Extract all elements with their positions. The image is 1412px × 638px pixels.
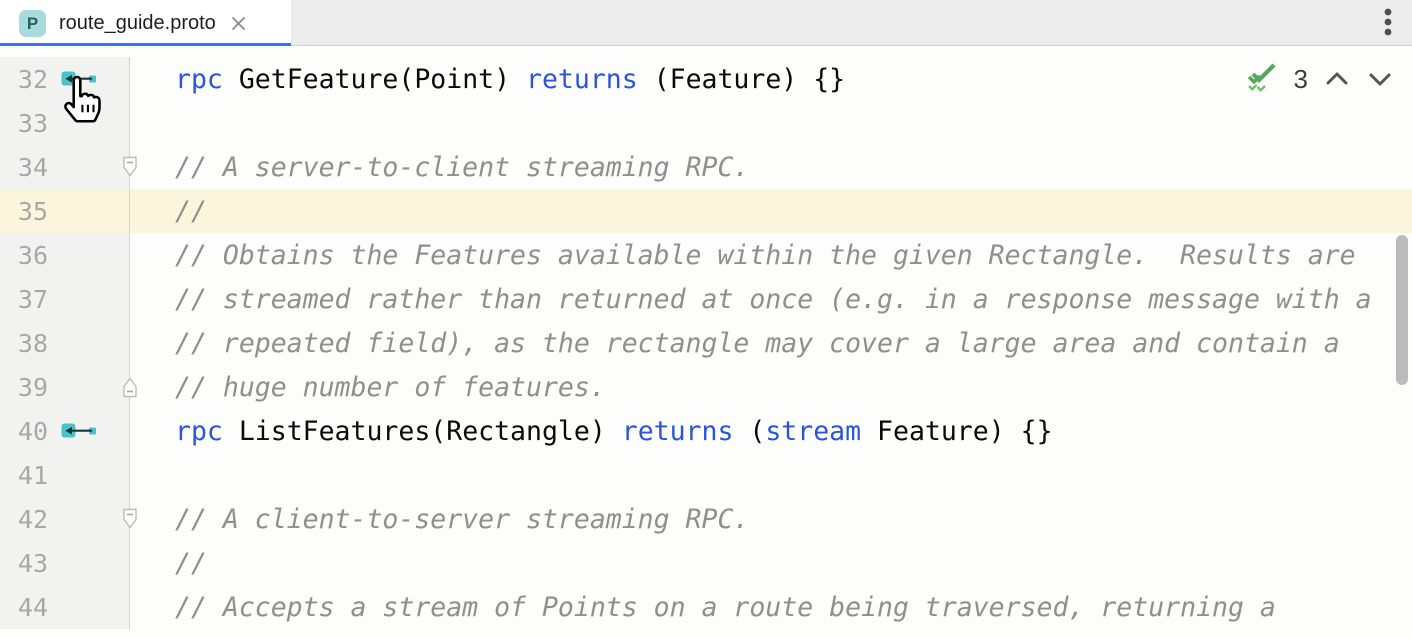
editor-tab-bar: P route_guide.proto	[0, 0, 1412, 46]
tab-route-guide-proto[interactable]: P route_guide.proto	[0, 0, 291, 46]
code-text: // streamed rather than returned at once…	[175, 283, 1372, 315]
fold-marker-start-icon[interactable]	[121, 156, 139, 178]
line-number[interactable]: 35	[17, 196, 48, 226]
code-line-38[interactable]: 38 // repeated field), as the rectangle m…	[0, 321, 1412, 365]
gutter-icon-slot	[61, 335, 101, 351]
gutter-icon-slot	[61, 555, 101, 571]
rpc-implementation-gutter-icon[interactable]	[61, 71, 101, 87]
code-editor[interactable]: 32 rpc GetFeature(Point) returns (Feature…	[0, 46, 1412, 638]
gutter: 44	[0, 585, 130, 629]
active-tab-indicator	[0, 43, 291, 46]
code-text: //	[175, 195, 207, 227]
gutter: 39	[0, 365, 137, 409]
line-number[interactable]: 36	[17, 240, 48, 270]
code-text: //	[175, 547, 207, 579]
gutter: 32	[0, 57, 130, 101]
code-line-33[interactable]: 33	[0, 101, 1412, 145]
vertical-scrollbar[interactable]	[1396, 235, 1408, 385]
gutter-icon-slot	[61, 115, 101, 131]
gutter: 42	[0, 497, 137, 541]
code-line-44[interactable]: 44 // Accepts a stream of Points on a rou…	[0, 585, 1412, 629]
close-tab-icon[interactable]	[229, 14, 248, 33]
line-number[interactable]: 39	[17, 372, 48, 402]
code-text: rpc GetFeature(Point) returns (Feature) …	[175, 63, 846, 95]
gutter-icon-slot	[61, 599, 101, 615]
line-number[interactable]: 32	[17, 64, 48, 94]
line-number[interactable]: 44	[17, 592, 48, 622]
code-text: // A server-to-client streaming RPC.	[175, 151, 750, 183]
gutter: 41	[0, 453, 130, 497]
line-number[interactable]: 37	[17, 284, 48, 314]
gutter: 43	[0, 541, 130, 585]
gutter-icon-slot	[61, 291, 101, 307]
checks-passed-icon	[1246, 61, 1279, 97]
gutter-icon-slot	[61, 247, 101, 263]
code-line-32[interactable]: 32 rpc GetFeature(Point) returns (Feature…	[0, 57, 1412, 101]
previous-occurrence-button[interactable]	[1323, 65, 1351, 93]
code-line-43[interactable]: 43 //	[0, 541, 1412, 585]
code-line-36[interactable]: 36 // Obtains the Features available with…	[0, 233, 1412, 277]
proto-file-icon: P	[19, 9, 46, 37]
code-line-35[interactable]: 35 //	[0, 189, 1412, 233]
problems-count: 3	[1293, 63, 1308, 94]
line-number[interactable]: 42	[17, 504, 48, 534]
code-line-39[interactable]: 39 // huge number of features.	[0, 365, 1412, 409]
more-options-icon[interactable]	[1376, 7, 1400, 39]
gutter-icon-slot	[61, 203, 101, 219]
line-number[interactable]: 43	[17, 548, 48, 578]
line-number[interactable]: 33	[17, 108, 48, 138]
tab-title: route_guide.proto	[59, 11, 216, 34]
code-line-34[interactable]: 34 // A server-to-client streaming RPC.	[0, 145, 1412, 189]
gutter-icon-slot	[61, 467, 101, 483]
rpc-implementation-gutter-icon[interactable]	[61, 423, 101, 439]
code-lines: 32 rpc GetFeature(Point) returns (Feature…	[0, 57, 1412, 629]
code-line-42[interactable]: 42 // A client-to-server streaming RPC.	[0, 497, 1412, 541]
line-number[interactable]: 40	[17, 416, 48, 446]
gutter: 37	[0, 277, 130, 321]
line-number[interactable]: 34	[17, 152, 48, 182]
fold-marker-end-icon[interactable]	[121, 376, 139, 398]
code-line-37[interactable]: 37 // streamed rather than returned at on…	[0, 277, 1412, 321]
gutter: 36	[0, 233, 130, 277]
code-line-41[interactable]: 41	[0, 453, 1412, 497]
gutter: 35	[0, 189, 130, 233]
gutter: 40	[0, 409, 130, 453]
gutter-icon-slot	[61, 511, 101, 527]
code-text: // huge number of features.	[175, 371, 606, 403]
code-text: // Obtains the Features available within…	[175, 239, 1356, 271]
code-text: // A client-to-server streaming RPC.	[175, 503, 750, 535]
line-number[interactable]: 38	[17, 328, 48, 358]
code-text: // Accepts a stream of Points on a route…	[175, 591, 1276, 623]
gutter-icon-slot	[61, 159, 101, 175]
code-line-40[interactable]: 40 rpc ListFeatures(Rectangle) returns (s…	[0, 409, 1412, 453]
gutter: 38	[0, 321, 130, 365]
gutter-icon-slot	[61, 379, 101, 395]
gutter: 33	[0, 101, 130, 145]
next-occurrence-button[interactable]	[1366, 65, 1394, 93]
line-number[interactable]: 41	[17, 460, 48, 490]
gutter: 34	[0, 145, 137, 189]
fold-marker-start-icon[interactable]	[121, 508, 139, 530]
code-text: rpc ListFeatures(Rectangle) returns (str…	[175, 415, 1053, 447]
inspection-navigation-widget: 3	[1246, 57, 1394, 101]
code-text: // repeated field), as the rectangle may…	[175, 327, 1340, 359]
